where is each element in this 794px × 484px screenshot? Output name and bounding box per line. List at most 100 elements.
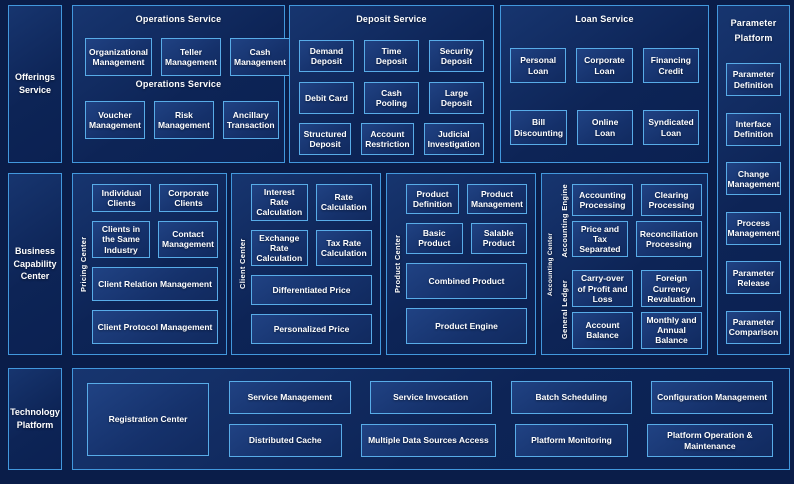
general-ledger-row-2: Account Balance Monthly and Annual Balan… [572,312,702,349]
box-structured-deposit: Structured Deposit [299,123,352,155]
box-large-deposit: Large Deposit [429,82,484,114]
general-ledger-row-1: Carry-over of Profit and Loss Foreign Cu… [572,270,702,307]
business-capability-center-label-panel: Business Capability Center [8,173,62,355]
box-cash-pooling: Cash Pooling [364,82,419,114]
box-distributed-cache: Distributed Cache [229,424,342,457]
accounting-center-panel: Accounting Center Accounting Engine Acco… [541,173,708,355]
box-accounting-processing: Accounting Processing [572,184,633,216]
box-security-deposit: Security Deposit [429,40,484,72]
technology-row-1: Service Management Service Invocation Ba… [229,381,773,414]
product-center-vertical-label: Product Center [393,234,402,294]
product-center-content: Product Definition Product Management Ba… [406,184,527,344]
box-change-management: Change Management [726,162,781,196]
parameter-platform-panel: Parameter Platform Parameter Definition … [717,5,790,355]
box-voucher-management: Voucher Management [85,101,145,139]
box-combined-product: Combined Product [406,262,527,299]
operations-row-1: Organizational Management Teller Managem… [80,38,290,76]
box-product-engine: Product Engine [406,307,527,344]
box-process-management: Process Management [726,211,781,245]
box-debit-card: Debit Card [299,82,354,114]
box-product-management: Product Management [467,184,527,215]
box-reconciliation-processing: Reconciliation Processing [635,220,702,258]
technology-row-2: Distributed Cache Multiple Data Sources … [229,424,773,457]
parameter-platform-title-line1: Parameter [730,18,777,28]
operations-row-2: Voucher Management Risk Management Ancil… [80,101,279,139]
box-account-restriction: Account Restriction [361,123,414,155]
loan-row-2: Bill Discounting Online Loan Syndicated … [508,110,701,145]
client-center-panel: Client Center Interest Rate Calculation … [231,173,381,355]
technology-platform-grid: Service Management Service Invocation Ba… [229,381,773,457]
box-configuration-management: Configuration Management [651,381,773,414]
box-platform-monitoring: Platform Monitoring [515,424,628,457]
product-row-2: Basic Product Salable Product [406,223,527,254]
box-service-management: Service Management [229,381,351,414]
technology-platform-panel: Registration Center Service Management S… [72,368,790,470]
box-cash-management: Cash Management [230,38,290,76]
loan-service-title: Loan Service [575,14,634,24]
deposit-row-1: Demand Deposit Time Deposit Security Dep… [297,40,486,72]
box-time-deposit: Time Deposit [364,40,419,72]
loan-row-1: Personal Loan Corporate Loan Financing C… [508,48,701,83]
box-contact-management: Contact Management [158,221,218,258]
box-basic-product: Basic Product [406,223,463,254]
box-parameter-release: Parameter Release [726,261,781,295]
box-parameter-definition: Parameter Definition [726,63,781,97]
box-syndicated-loan: Syndicated Loan [643,110,700,145]
operations-service-title: Operations Service [135,14,222,24]
box-clients-same-industry: Clients in the Same Industry [92,221,151,258]
accounting-engine-vertical-label: Accounting Engine [560,184,569,258]
box-client-protocol-management: Client Protocol Management [92,309,218,344]
pricing-row-2: Clients in the Same Industry Contact Man… [92,221,218,258]
client-row-2: Exchange Rate Calculation Tax Rate Calcu… [251,229,372,267]
box-platform-operation-maintenance: Platform Operation & Maintenance [646,424,773,457]
box-personal-loan: Personal Loan [510,48,567,83]
product-row-1: Product Definition Product Management [406,184,527,215]
box-tax-rate-calculation: Tax Rate Calculation [315,229,372,267]
box-differentiated-price: Differentiated Price [251,275,372,306]
client-center-content: Interest Rate Calculation Rate Calculati… [251,184,372,344]
accounting-engine-row-1: Accounting Processing Clearing Processin… [572,184,702,216]
box-organizational-management: Organizational Management [85,38,153,76]
box-carry-over-profit-loss: Carry-over of Profit and Loss [572,270,633,307]
box-interest-rate-calculation: Interest Rate Calculation [251,184,308,221]
operations-service-subtitle: Operations Service [135,79,222,89]
client-center-vertical-label: Client Center [238,238,247,290]
box-judicial-investigation: Judicial Investigation [423,123,484,155]
accounting-center-content: Accounting Engine Accounting Processing … [557,184,702,349]
box-multiple-data-sources-access: Multiple Data Sources Access [360,424,497,457]
technology-platform-label-panel: Technology Platform [8,368,62,470]
box-parameter-comparison: Parameter Comparison [726,310,781,344]
box-rate-calculation: Rate Calculation [315,184,372,221]
operations-service-panel: Operations Service Organizational Manage… [72,5,290,163]
offerings-service-label-panel: Offerings Service [8,5,62,163]
box-clearing-processing: Clearing Processing [641,184,702,216]
product-center-panel: Product Center Product Definition Produc… [386,173,536,355]
pricing-center-panel: Pricing Center Individual Clients Corpor… [72,173,227,355]
box-price-and-tax-separated: Price and Tax Separated [572,220,628,258]
box-online-loan: Online Loan [577,110,634,145]
general-ledger-vertical-label: General Ledger [560,279,569,340]
general-ledger-grid: Carry-over of Profit and Loss Foreign Cu… [572,270,702,349]
parameter-platform-title-line2: Platform [734,33,773,44]
deposit-row-3: Structured Deposit Account Restriction J… [297,123,486,155]
deposit-service-title: Deposit Service [356,14,427,24]
general-ledger-section: General Ledger Carry-over of Profit and … [557,270,702,349]
box-account-balance: Account Balance [572,312,633,349]
box-corporate-clients: Corporate Clients [159,184,218,213]
box-product-definition: Product Definition [406,184,460,215]
box-personalized-price: Personalized Price [251,314,372,344]
pricing-center-content: Individual Clients Corporate Clients Cli… [92,184,218,344]
box-interface-definition: Interface Definition [726,112,781,146]
box-corporate-loan: Corporate Loan [576,48,633,83]
client-row-1: Interest Rate Calculation Rate Calculati… [251,184,372,221]
box-client-relation-management: Client Relation Management [92,266,218,301]
box-batch-scheduling: Batch Scheduling [510,381,633,414]
accounting-center-vertical-label: Accounting Center [547,232,554,296]
parameter-platform-title: Parameter Platform [726,16,781,47]
box-demand-deposit: Demand Deposit [299,40,354,72]
accounting-engine-section: Accounting Engine Accounting Processing … [557,184,702,258]
box-teller-management: Teller Management [161,38,221,76]
box-salable-product: Salable Product [470,223,527,254]
box-individual-clients: Individual Clients [92,184,151,213]
deposit-service-panel: Deposit Service Demand Deposit Time Depo… [289,5,494,163]
